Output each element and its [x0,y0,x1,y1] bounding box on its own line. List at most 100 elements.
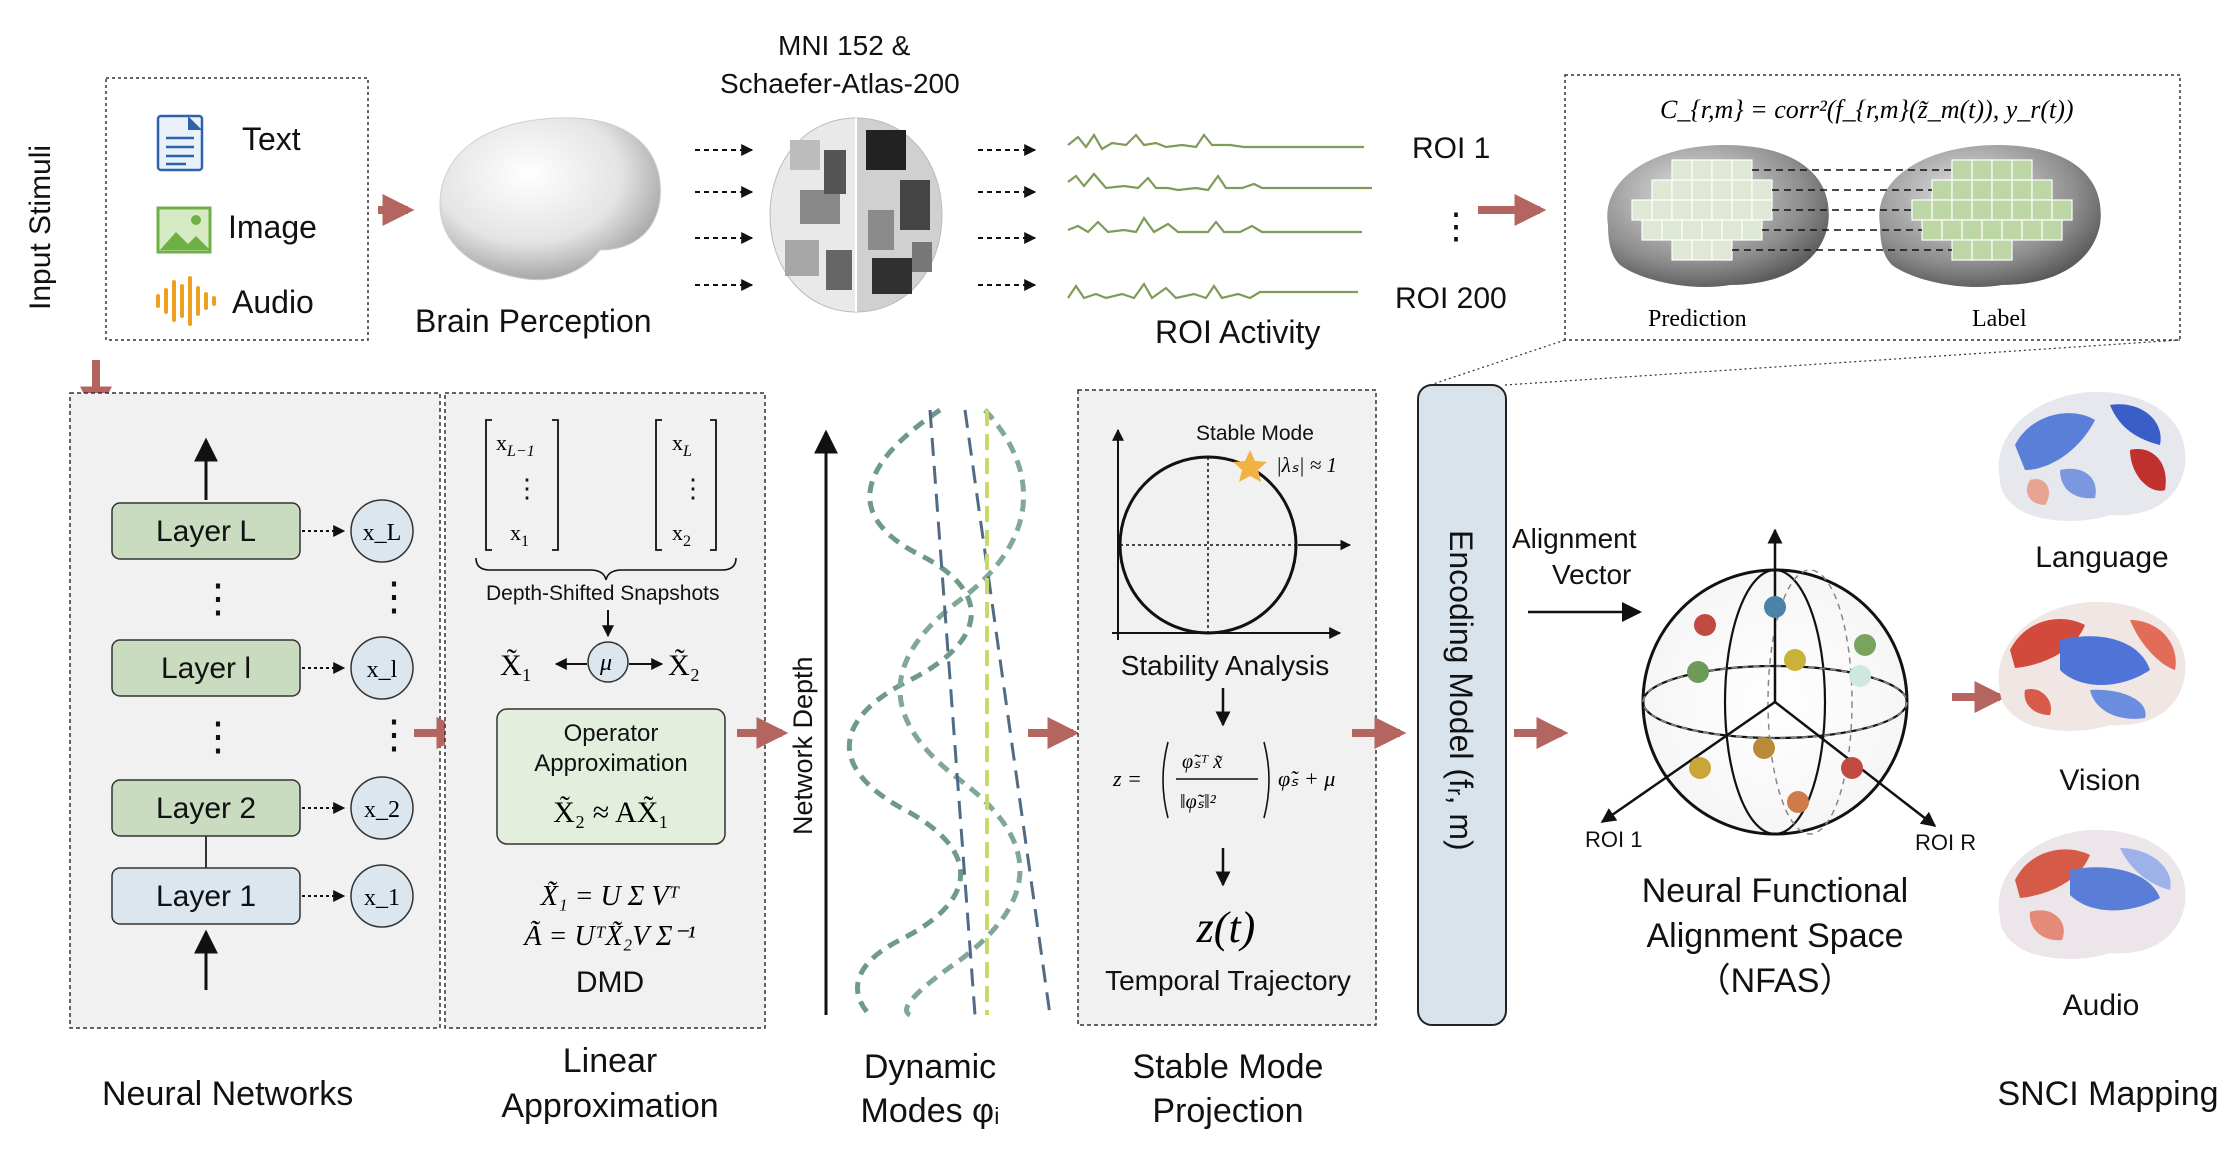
svg-text:z =: z = [1112,766,1142,791]
svg-text:x_1: x_1 [364,885,400,911]
roi-activity-label: ROI Activity [1155,314,1320,350]
linear-caption-1: Linear [563,1042,658,1080]
layer-L: Layer L [111,502,301,560]
brain-perception-label: Brain Perception [415,303,652,339]
roi-ellipsis: ⋮ [1438,205,1474,246]
snapshot-brace [475,557,737,581]
network-depth-axis-label: Network Depth [788,656,818,835]
roi-traces [1067,132,1372,300]
layer-1-label: Layer 1 [156,880,256,913]
svd-equation: X̃₁ = U Σ Vᵀ [540,881,681,912]
prediction-label: Prediction [1648,306,1747,332]
svg-text:x_L: x_L [363,520,402,546]
vision-label: Vision [2059,764,2140,797]
input-stimuli-box [105,77,369,341]
correspondence-lines [1732,169,1952,251]
layer-L-label: Layer L [156,515,256,548]
nfas-sphere [1600,528,1937,836]
input-image-label: Image [228,209,317,245]
language-map [1998,391,2186,522]
svg-text:φ̃ₛᵀ x̃: φ̃ₛᵀ x̃ [1182,751,1223,773]
atlas-brain-slice [769,117,943,313]
snapshot-matrix-2: xL ⋮ x2 [655,419,717,551]
stable-mode-panel [1077,389,1377,1026]
feature-node-1: x_1 [350,864,414,928]
image-icon [156,206,212,254]
input-stimuli-label: Input Stimuli [24,145,57,310]
stable-caption-2: Projection [1152,1092,1303,1130]
prediction-brain [1607,145,1829,288]
layers-vdots-1: ⋮ [198,577,238,621]
svg-text:Operator: Operator [564,720,659,747]
svg-text:X̃₂ ≈ AX̃₁: X̃₂ ≈ AX̃₁ [553,796,669,829]
nodes-vdots-2: ⋮ [374,713,414,757]
feature-arrows [302,525,346,902]
dashed-arrows-to-atlas [695,144,754,291]
a-equation: Ã = UᵀX̃₂V Σ⁻¹ [522,921,695,952]
lambda-label: |λₛ| ≈ 1 [1276,453,1337,477]
dashed-arrows-to-roi [978,144,1037,291]
input-text-label: Text [242,121,301,157]
alignment-vector-line2: Vector [1552,559,1631,590]
alignment-vector-line1: Alignment [1512,523,1637,554]
correlation-box [1564,74,2181,341]
input-audio-label: Audio [232,284,314,320]
feature-node-2: x_2 [350,776,414,840]
audio-label: Audio [2063,989,2140,1022]
audio-map [1998,829,2186,960]
zoom-lines [1429,339,2181,386]
correlation-formula: C_{r,m} = corr²(f_{r,m}(z̃_m(t)), y_r(t)… [1660,95,2074,124]
x2-tilde: X̃₂ [668,649,700,682]
feature-node-l: x_l [350,636,414,700]
zt-label: z(t) [1196,903,1256,952]
feature-node-L: x_L [350,499,414,563]
roi-200-label: ROI 200 [1395,282,1507,315]
layer-l: Layer l [111,639,301,697]
x1-tilde: X̃₁ [500,649,532,682]
roi-1-label: ROI 1 [1412,132,1490,165]
stable-mode-label: Stable Mode [1196,422,1314,445]
svg-text:x_2: x_2 [364,797,400,823]
temporal-trajectory-label: Temporal Trajectory [1105,965,1351,996]
dynamic-modes-plot: Network Depth [788,407,1052,1018]
layer-l-label: Layer l [161,652,251,685]
neural-networks-panel [69,392,441,1029]
encoding-model-label: Encoding Model (fᵣ, m) [1443,530,1479,851]
language-label: Language [2035,541,2168,574]
stability-analysis-label: Stability Analysis [1121,650,1330,681]
stable-mode-star-icon [1233,450,1267,482]
brain-perception-image [439,117,661,281]
svg-text:⋮: ⋮ [680,473,706,503]
mu-node [587,641,629,683]
layers-vdots-2: ⋮ [198,715,238,759]
stable-caption-1: Stable Mode [1133,1048,1324,1086]
layer-1: Layer 1 [111,867,301,925]
audio-waveform-icon [156,276,216,326]
atlas-title-line2: Schaefer-Atlas-200 [720,68,960,99]
svg-text:Approximation: Approximation [534,750,687,777]
nfas-title-3: （NFAS） [1697,962,1854,1000]
svg-text:‖φ̃ₛ‖²: ‖φ̃ₛ‖² [1180,791,1217,813]
roir-axis-label: ROI R [1915,830,1976,855]
snapshots-label: Depth-Shifted Snapshots [486,582,719,605]
mu-label: μ [599,650,612,676]
svg-text:⋮: ⋮ [514,473,540,503]
label-brain [1879,145,2101,288]
vision-map [1998,601,2186,732]
nodes-vdots-1: ⋮ [374,575,414,619]
snci-mapping-caption: SNCI Mapping [1997,1075,2218,1113]
dmd-label: DMD [576,966,644,999]
linear-caption-2: Approximation [501,1087,718,1125]
dynamic-caption-2: Modes φᵢ [861,1092,1000,1130]
nfas-title-1: Neural Functional [1642,872,1908,910]
text-document-icon [156,114,204,172]
label-caption: Label [1972,306,2027,332]
layer-2: Layer 2 [111,779,301,837]
operator-approximation-box: Operator Approximation X̃₂ ≈ AX̃₁ [496,708,726,845]
svg-text:x_l: x_l [367,657,398,683]
neural-networks-caption: Neural Networks [102,1075,353,1113]
svg-text:φ̃ₛ + μ: φ̃ₛ + μ [1278,766,1335,791]
stability-plot [1112,428,1352,640]
dynamic-caption-1: Dynamic [864,1048,996,1086]
